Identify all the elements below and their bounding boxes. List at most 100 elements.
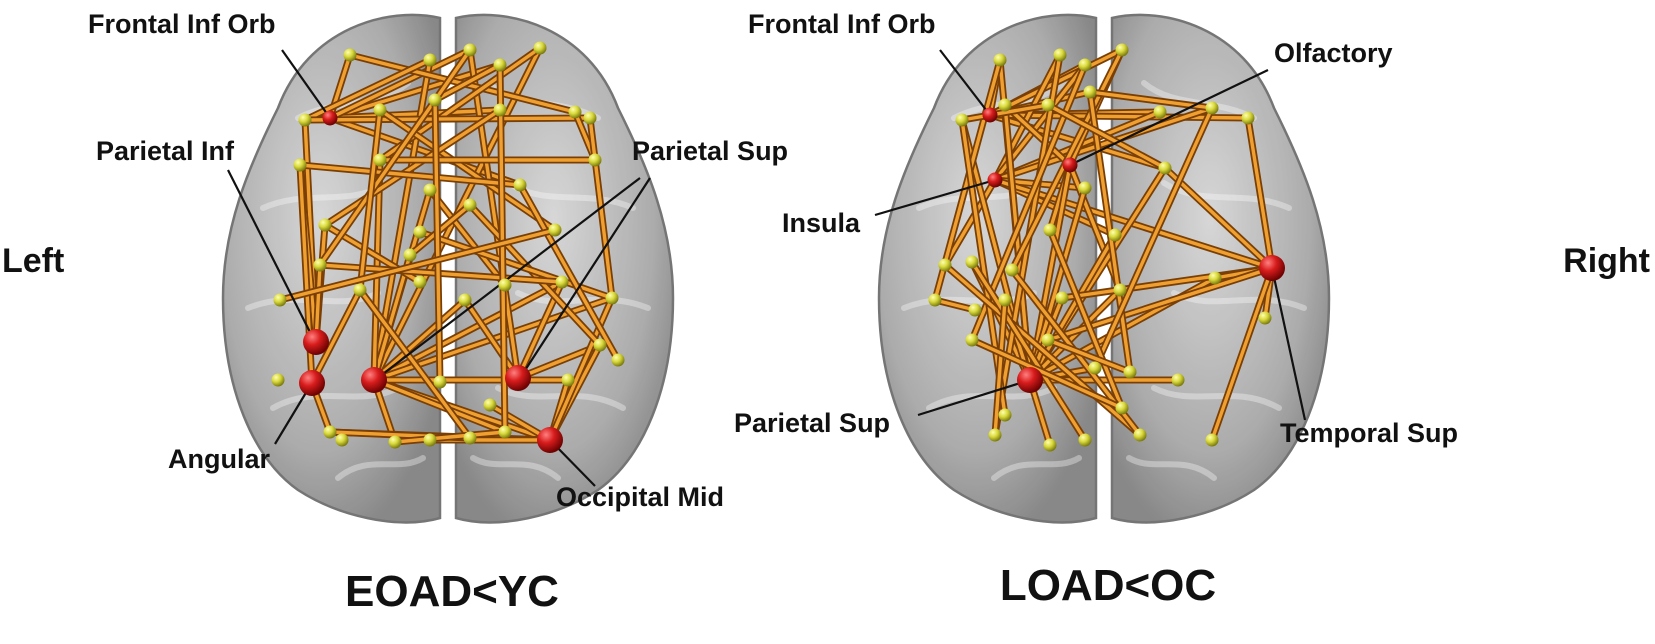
left-node-36 (498, 425, 512, 439)
leader-lines-left (227, 49, 651, 487)
left-edge-highlight-37 (433, 63, 502, 102)
left-node-29 (593, 338, 607, 352)
region-label-parietal-sup-right: Parietal Sup (734, 408, 890, 438)
brain-left-gyrus-4 (335, 455, 426, 481)
right-edge-highlight-50 (1048, 228, 1124, 410)
left-node-0 (343, 48, 357, 62)
left-node-22 (353, 283, 367, 297)
left-edge-highlight-52 (318, 48, 472, 267)
leader-lines-right (874, 49, 1307, 421)
left-edge-highlight-10 (372, 280, 564, 382)
panel-caption-right: LOAD<OC (1000, 561, 1216, 610)
region-label-frontal-inf-orb-left: Frontal Inf Orb (88, 9, 275, 39)
edges-right (931, 46, 1276, 449)
right-node-1 (1053, 48, 1067, 62)
right-node-31 (1043, 438, 1057, 452)
right-node-24 (965, 333, 979, 347)
left-hub-node-pi (303, 329, 329, 355)
left-node-37 (483, 398, 497, 412)
left-node-16 (513, 178, 527, 192)
left-edge-highlight-51 (358, 288, 472, 440)
left-node-15 (463, 198, 477, 212)
right-node-34 (1205, 433, 1219, 447)
right-node-27 (1123, 365, 1137, 379)
right-edge-highlight-58 (970, 338, 1124, 410)
right-edge-highlight-48 (1093, 106, 1214, 370)
right-node-35 (998, 408, 1012, 422)
left-node-38 (433, 375, 447, 389)
left-node-20 (313, 258, 327, 272)
left-edge-highlight-39 (303, 116, 592, 122)
left-edge-highlight-41 (323, 108, 502, 227)
edges-left (276, 44, 622, 446)
left-node-8 (493, 103, 507, 117)
right-edge-highlight-52 (970, 260, 1087, 442)
right-edge-highlight-55 (993, 298, 1007, 437)
left-node-19 (548, 223, 562, 237)
right-hub-node-ts (1259, 255, 1285, 281)
brain-right-gyrus-8 (1151, 385, 1282, 411)
right-node-29 (1115, 401, 1129, 415)
right-edge-highlight-51 (943, 263, 1142, 437)
left-node-17 (318, 218, 332, 232)
region-label-frontal-inf-orb-right: Frontal Inf Orb (748, 9, 935, 39)
right-node-36 (968, 303, 982, 317)
left-node-1 (423, 53, 437, 67)
left-node-9 (568, 105, 582, 119)
left-edge-highlight-54 (498, 63, 507, 434)
left-node-27 (273, 293, 287, 307)
right-node-8 (1205, 101, 1219, 115)
right-node-9 (1241, 111, 1255, 125)
right-node-15 (938, 258, 952, 272)
left-node-30 (561, 373, 575, 387)
right-node-5 (1041, 98, 1055, 112)
left-hub-node-an (299, 370, 325, 396)
right-node-21 (1055, 291, 1069, 305)
left-hub-node-ps2 (505, 365, 531, 391)
left-node-32 (335, 433, 349, 447)
right-edge-highlight-54 (933, 298, 977, 312)
right-edge-highlight-17 (1003, 103, 1072, 167)
right-edge-highlight-57 (1088, 90, 1214, 110)
right-node-3 (1115, 43, 1129, 57)
brain-right-gyrus-4 (991, 455, 1082, 481)
right-node-28 (1171, 373, 1185, 387)
right-edge-highlight-20 (1068, 163, 1122, 292)
left-edge-highlight-14 (372, 378, 507, 434)
right-node-13 (1043, 223, 1057, 237)
left-node-23 (413, 275, 427, 289)
left-edge-highlight-59 (518, 183, 620, 362)
right-node-25 (1041, 333, 1055, 347)
left-node-14 (423, 183, 437, 197)
right-node-10 (955, 113, 969, 127)
left-edge-highlight-45 (428, 188, 507, 287)
left-edge-highlight-53 (433, 98, 442, 384)
left-node-39 (271, 373, 285, 387)
right-node-7 (1153, 105, 1167, 119)
brain-right-gyrus-3 (926, 385, 1057, 411)
side-label-left: Left (2, 242, 64, 280)
left-node-7 (428, 93, 442, 107)
right-node-17 (1005, 263, 1019, 277)
left-edge-highlight-56 (393, 430, 507, 444)
right-node-30 (988, 428, 1002, 442)
right-edge-highlight-36 (1163, 166, 1274, 270)
right-node-6 (1083, 85, 1097, 99)
right-edge-highlight-11 (993, 106, 1214, 182)
left-edge-highlight-17 (372, 298, 467, 382)
left-node-24 (458, 293, 472, 307)
right-hub-node-ps (1017, 367, 1043, 393)
right-hub-node-olf (1062, 157, 1078, 173)
left-node-21 (403, 248, 417, 262)
left-edge-highlight-19 (468, 48, 520, 380)
left-node-4 (533, 41, 547, 55)
left-node-18 (413, 225, 427, 239)
left-edge-highlight-44 (298, 163, 522, 187)
right-node-2 (1078, 58, 1092, 72)
right-node-11 (1078, 181, 1092, 195)
right-node-4 (998, 98, 1012, 112)
right-hub-node-fio (982, 107, 998, 123)
right-edge-highlight-15 (943, 178, 997, 267)
region-label-parietal-sup-left: Parietal Sup (632, 136, 788, 166)
